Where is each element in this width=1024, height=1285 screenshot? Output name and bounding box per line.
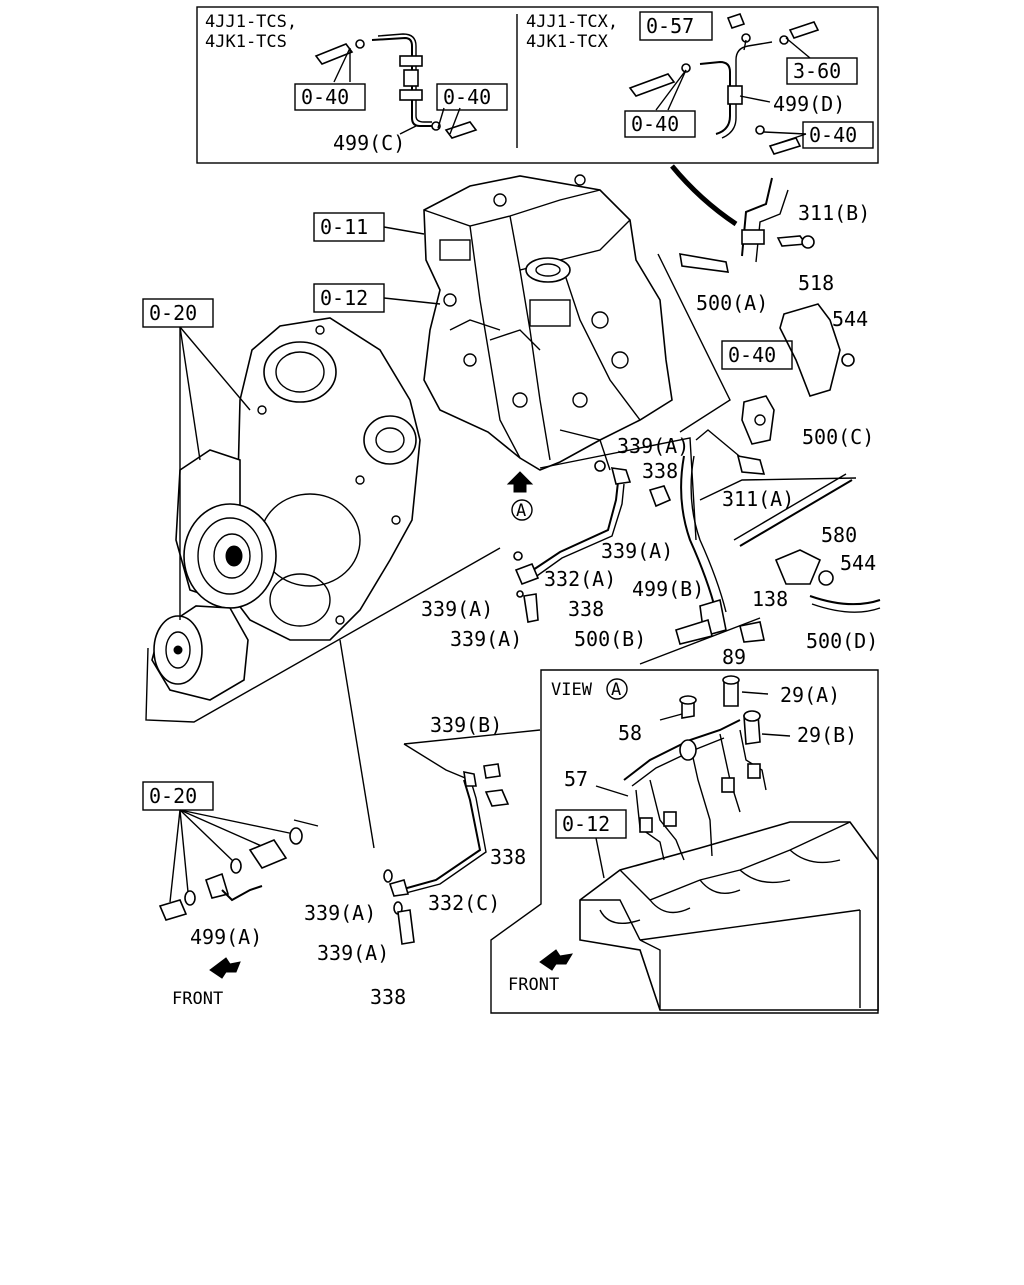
- ref-0-40-main: 0-40: [728, 343, 776, 367]
- label-311a: 311(A): [722, 487, 794, 511]
- label-57: 57: [564, 767, 588, 791]
- label-544-a: 544: [832, 307, 868, 331]
- label-332c: 332(C): [428, 891, 500, 915]
- label-339a-3: 339(A): [421, 597, 493, 621]
- label-338-1: 338: [642, 459, 678, 483]
- pipe-332a-drawing: [513, 460, 632, 623]
- label-499b: 499(B): [632, 577, 704, 601]
- label-500b: 500(B): [574, 627, 646, 651]
- ref-0-20-b: 0-20: [149, 784, 197, 808]
- label-338-2: 338: [568, 597, 604, 621]
- left-variant-line2: 4JK1-TCS: [205, 32, 287, 52]
- label-338-3: 338: [490, 845, 526, 869]
- ref-box-0-40-c: [624, 110, 696, 138]
- view-title: VIEW: [551, 680, 593, 700]
- ref-box-3-60: [786, 57, 858, 85]
- view-a-arrow: A: [506, 471, 534, 521]
- right-variant-line2: 4JK1-TCX: [526, 32, 609, 52]
- view-panel-frame: [490, 669, 879, 1014]
- ref-box-0-40-main: [721, 340, 793, 370]
- label-544-b: 544: [840, 551, 876, 575]
- ref-0-12-view: 0-12: [562, 812, 610, 836]
- view-marker: A: [611, 680, 621, 700]
- label-339a-5: 339(A): [304, 901, 376, 925]
- ref-box-0-40-b: [436, 83, 508, 111]
- ref-0-12: 0-12: [320, 286, 368, 310]
- label-339a-1: 339(A): [617, 434, 689, 458]
- view-a-panel: VIEW A 29: [490, 669, 879, 1014]
- label-332a: 332(A): [544, 567, 616, 591]
- ref-box-0-57: [639, 11, 713, 41]
- label-339a-6: 339(A): [317, 941, 389, 965]
- front-label-left: FRONT: [172, 989, 223, 1009]
- view-marker-main: A: [516, 501, 526, 521]
- inset-pointer-arrow: [670, 164, 738, 227]
- engine-block-drawing: [423, 174, 673, 471]
- label-339a-2: 339(A): [601, 539, 673, 563]
- pipe-332c-drawing: [383, 763, 510, 945]
- right-variant-line1: 4JJ1-TCX,: [526, 12, 618, 32]
- label-500d: 500(D): [806, 629, 878, 653]
- ref-0-40-a: 0-40: [301, 85, 349, 109]
- label-499c: 499(C): [333, 131, 405, 155]
- label-500a: 500(A): [696, 291, 768, 315]
- pipe-499a-drawing: [158, 809, 319, 921]
- vacuum-pump-drawing: [151, 605, 249, 701]
- front-arrow-view: [539, 949, 573, 971]
- ref-0-40-c: 0-40: [631, 112, 679, 136]
- label-518: 518: [798, 271, 834, 295]
- label-580: 580: [821, 523, 857, 547]
- ref-box-0-20-a: [142, 298, 214, 328]
- label-339a-4: 339(A): [450, 627, 522, 651]
- label-29a: 29(A): [780, 683, 840, 707]
- label-338-4: 338: [370, 985, 406, 1009]
- front-label-view: FRONT: [508, 975, 559, 995]
- label-58: 58: [618, 721, 642, 745]
- label-499d: 499(D): [773, 92, 845, 116]
- variant-inset: 4JJ1-TCS, 4JK1-TCS 4JJ1-TCX, 4JK1-TCX 0-…: [196, 6, 879, 164]
- ref-box-0-40-a: [294, 83, 366, 111]
- timing-cover-drawing: [175, 317, 421, 641]
- pipe-499d-drawing: [628, 13, 820, 155]
- ref-0-11: 0-11: [320, 215, 368, 239]
- ref-box-0-40-d: [802, 121, 874, 149]
- front-arrow-left: [209, 957, 241, 979]
- ref-3-60: 3-60: [793, 59, 841, 83]
- ref-0-20-a: 0-20: [149, 301, 197, 325]
- pipe-499c-drawing: [314, 33, 478, 139]
- ref-0-57: 0-57: [646, 14, 694, 38]
- label-89: 89: [722, 645, 746, 669]
- label-138: 138: [752, 587, 788, 611]
- ref-0-40-d: 0-40: [809, 123, 857, 147]
- label-311b: 311(B): [798, 201, 870, 225]
- left-variant-line1: 4JJ1-TCS,: [205, 12, 297, 32]
- inset-frame: [196, 6, 879, 164]
- ref-box-0-12-view: [555, 809, 627, 839]
- label-339b: 339(B): [430, 713, 502, 737]
- right-side-fittings: [648, 177, 881, 645]
- ref-0-40-b: 0-40: [443, 85, 491, 109]
- label-500c: 500(C): [802, 425, 874, 449]
- label-499a: 499(A): [190, 925, 262, 949]
- ref-box-0-20-b: [142, 781, 214, 811]
- label-29b: 29(B): [797, 723, 857, 747]
